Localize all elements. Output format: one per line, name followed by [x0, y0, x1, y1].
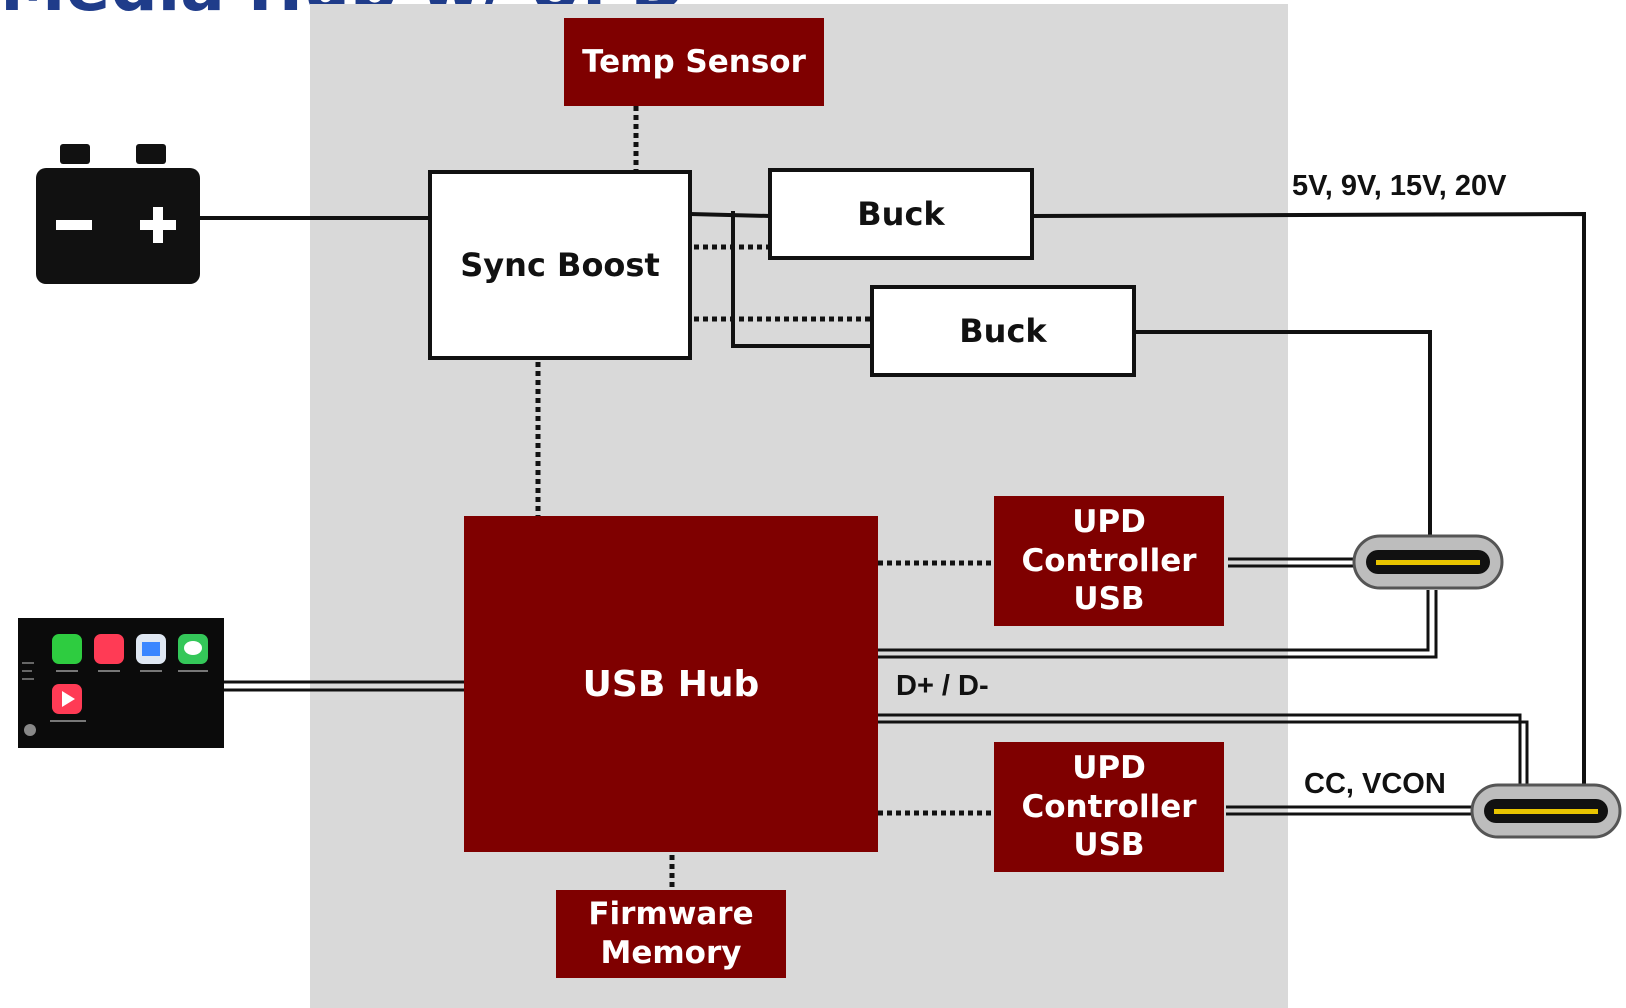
battery-icon: [36, 144, 200, 284]
sync-boost-block: Sync Boost: [428, 170, 692, 360]
boost-buck1-power-line: [690, 214, 770, 216]
firmware-memory-block: Firmware Memory: [556, 890, 786, 978]
data-lines-label: D+ / D-: [896, 670, 989, 703]
usb-c-port-icon: [1470, 783, 1622, 839]
buck-block-2: Buck: [870, 285, 1136, 377]
temp-sensor-block: Temp Sensor: [564, 18, 824, 106]
upd-controller-block-1: UPD Controller USB: [994, 496, 1224, 626]
usb-hub-block: USB Hub: [464, 516, 878, 852]
upd-controller-block-2: UPD Controller USB: [994, 742, 1224, 872]
voltage-label: 5V, 9V, 15V, 20V: [1292, 170, 1507, 203]
carplay-screen-icon: [18, 618, 224, 748]
cc-vcon-label: CC, VCON: [1304, 768, 1446, 801]
buck-block-1: Buck: [768, 168, 1034, 260]
usb-c-port-icon: [1352, 534, 1504, 590]
